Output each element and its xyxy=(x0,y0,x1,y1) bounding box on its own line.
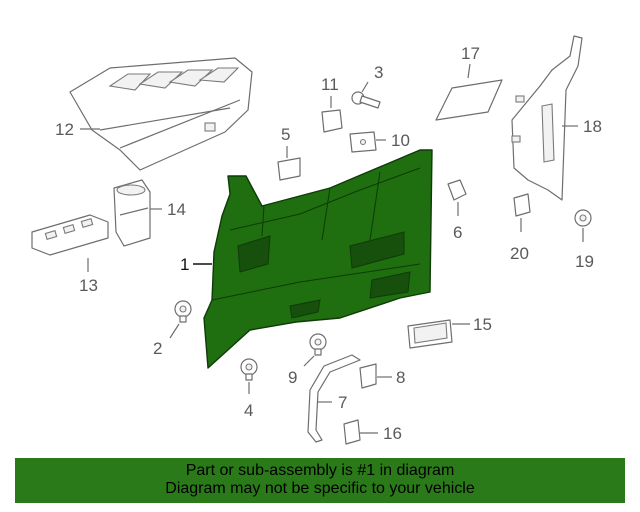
part-18-pillar-bracket[interactable] xyxy=(511,35,583,201)
callout-4: 4 xyxy=(244,401,253,420)
callout-2: 2 xyxy=(153,339,162,358)
callout-17: 17 xyxy=(461,44,480,63)
leader-17 xyxy=(467,63,471,79)
callout-20: 20 xyxy=(510,244,529,263)
part-9-push-pin[interactable] xyxy=(309,333,327,356)
part-10-pad[interactable] xyxy=(349,131,377,153)
part-11-clip[interactable] xyxy=(321,109,343,133)
part-19-push-nut[interactable] xyxy=(574,209,592,227)
leader-2 xyxy=(169,323,180,339)
part-12-console-shelf[interactable] xyxy=(69,57,253,171)
part-13-switch-panel[interactable] xyxy=(31,214,109,256)
part-7-rod[interactable] xyxy=(307,354,361,443)
banner-line-2: Diagram may not be specific to your vehi… xyxy=(165,480,475,497)
callout-13: 13 xyxy=(79,276,98,295)
callout-16: 16 xyxy=(383,424,402,443)
parts-diagram: 12 13 14 11 3 5 10 xyxy=(31,35,602,445)
callout-6: 6 xyxy=(453,223,462,242)
callout-9: 9 xyxy=(288,368,297,387)
part-16-clip[interactable] xyxy=(343,419,361,445)
callout-11: 11 xyxy=(321,75,339,94)
callout-1: 1 xyxy=(180,255,189,274)
leader-3 xyxy=(361,81,369,93)
part-notice-banner: Part or sub-assembly is #1 in diagram Di… xyxy=(15,458,625,503)
callout-10: 10 xyxy=(391,131,410,150)
part-6-clip[interactable] xyxy=(447,179,467,201)
part-1-trim-panel[interactable] xyxy=(203,149,433,369)
part-5-bracket[interactable] xyxy=(277,157,301,181)
part-15-bezel[interactable] xyxy=(407,319,453,349)
leader-9 xyxy=(303,355,315,367)
callout-8: 8 xyxy=(396,368,405,387)
part-14-cup-holder[interactable] xyxy=(113,179,151,247)
part-3-bolt[interactable] xyxy=(351,91,381,109)
callout-14: 14 xyxy=(167,200,186,219)
callout-18: 18 xyxy=(583,117,602,136)
banner-line-1: Part or sub-assembly is #1 in diagram xyxy=(185,462,455,479)
part-8-clip[interactable] xyxy=(359,363,377,389)
callout-15: 15 xyxy=(473,315,492,334)
callout-5: 5 xyxy=(281,125,290,144)
part-2-push-pin[interactable] xyxy=(174,300,192,323)
part-17-window-panel[interactable] xyxy=(435,79,503,121)
part-4-push-pin[interactable] xyxy=(240,358,258,381)
callout-3: 3 xyxy=(374,63,383,82)
callout-7: 7 xyxy=(338,393,347,412)
callout-19: 19 xyxy=(575,252,594,271)
part-20-clip[interactable] xyxy=(513,193,531,217)
callout-12: 12 xyxy=(55,120,74,139)
